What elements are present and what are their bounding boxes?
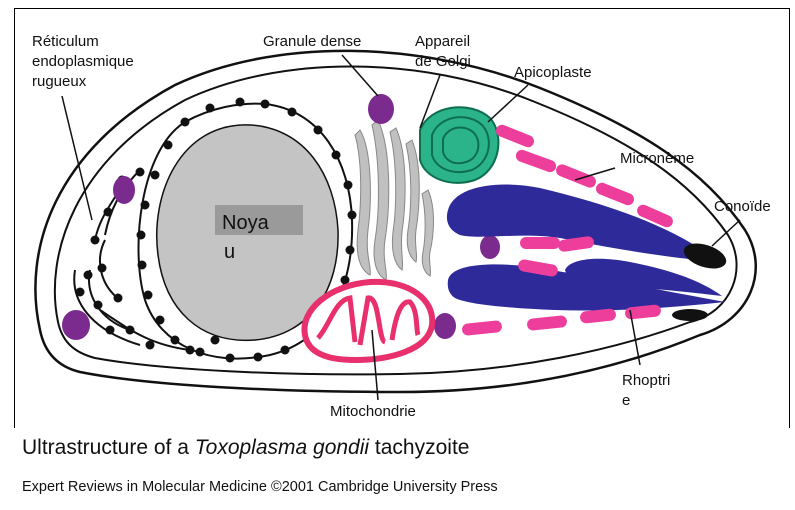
ribosome-dot [196,348,205,357]
ribosome-dot [314,126,323,135]
label-rhoptry-line2: e [622,392,630,409]
ribosome-dot [138,261,147,270]
ribosome-dot [164,141,173,150]
ribosome-dot [141,201,150,210]
tachyzoite-diagram: Noya u [0,0,795,430]
ribosome-dot [344,181,353,190]
ribosome-dot [332,151,341,160]
caption-title-post: tachyzoite [369,436,469,459]
ribosome-dot [348,211,357,220]
ribosome-dot [171,336,180,345]
ribosome-dot [156,316,165,325]
label-rhoptry-line1: Rhoptri [622,372,670,389]
label-reticulum-line2: endoplasmique [32,53,134,70]
apicoplast [420,107,498,183]
label-microneme: Micronème [620,150,694,167]
ribosome-dot [226,354,235,363]
ribosome-dot [151,171,160,180]
label-granule: Granule dense [263,33,361,50]
ribosome-dot [137,231,146,240]
label-mitochondrion: Mitochondrie [330,403,416,420]
ribosome-dot [236,98,245,107]
label-golgi-line1: Appareil [415,33,470,50]
caption-title-pre: Ultrastructure of a [22,436,195,459]
caption-title: Ultrastructure of a Toxoplasma gondii ta… [22,436,469,460]
ribosome-dot [206,104,215,113]
label-apicoplast: Apicoplaste [514,64,592,81]
label-reticulum-line3: rugueux [32,73,87,90]
ribosome-dot [288,108,297,117]
label-golgi-line2: de Golgi [415,53,471,70]
label-conoid: Conoïde [714,198,771,215]
ribosome-dot [254,353,263,362]
ribosome-dot [281,346,290,355]
ribosome-dot [84,271,93,280]
caption-credit: Expert Reviews in Molecular Medicine ©20… [22,479,498,495]
caption-title-species: Toxoplasma gondii [195,436,369,459]
nucleus-label-line1: Noya [222,212,270,234]
ribosome-dot [181,118,190,127]
ribosome-dot [346,246,355,255]
label-reticulum-line1: Réticulum [32,33,99,50]
ribosome-dot [144,291,153,300]
ribosome-dot [261,100,270,109]
nucleus-label-line2: u [224,241,235,263]
